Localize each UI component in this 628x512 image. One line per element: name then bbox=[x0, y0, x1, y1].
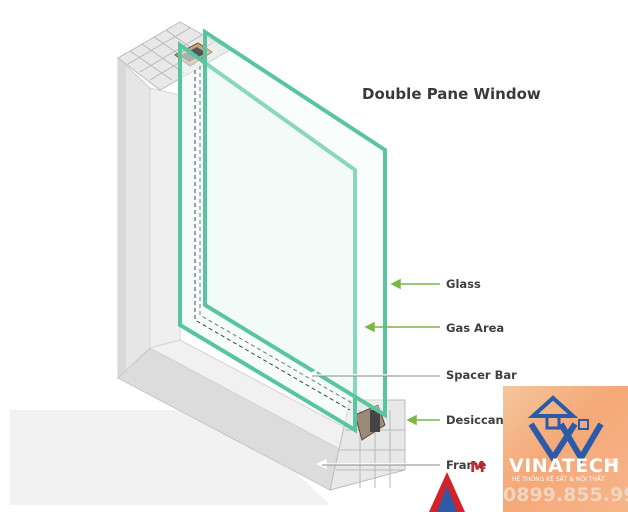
white-callout-arrows bbox=[306, 369, 440, 470]
vinatech-emblem-icon bbox=[527, 395, 604, 464]
brand-suffix: JSC bbox=[609, 458, 619, 465]
brand-tagline: HỆ THỐNG KỆ SẮT & NỘI THẤT bbox=[512, 476, 605, 483]
frame-inner-bevel-left bbox=[149, 87, 181, 349]
brand-name: VINATECH bbox=[509, 455, 620, 477]
label-gas-area: Gas Area bbox=[446, 321, 505, 335]
callout-shadows bbox=[312, 375, 440, 466]
label-frame: Frame bbox=[446, 458, 487, 472]
inner-glass-pane bbox=[178, 41, 357, 434]
label-spacer-bar: Spacer Bar bbox=[446, 368, 517, 382]
vinatech-logo: VINATECH JSC HỆ THỐNG KỆ SẮT & NỘI THẤT … bbox=[503, 386, 628, 512]
phone-number: 0899.855.999 bbox=[503, 484, 628, 506]
callout-arrows bbox=[364, 278, 440, 426]
bottom-spacer bbox=[370, 410, 380, 432]
frame-left-edge bbox=[118, 52, 126, 378]
spacer-bar-line-2 bbox=[199, 66, 353, 404]
diagram-title: Double Pane Window bbox=[362, 85, 541, 103]
partial-logo-text: M bbox=[470, 458, 485, 476]
red-logo-mark-icon bbox=[429, 472, 465, 512]
label-desiccant: Desiccant bbox=[446, 413, 510, 427]
label-glass: Glass bbox=[446, 277, 481, 291]
outer-glass-pane bbox=[203, 28, 387, 419]
